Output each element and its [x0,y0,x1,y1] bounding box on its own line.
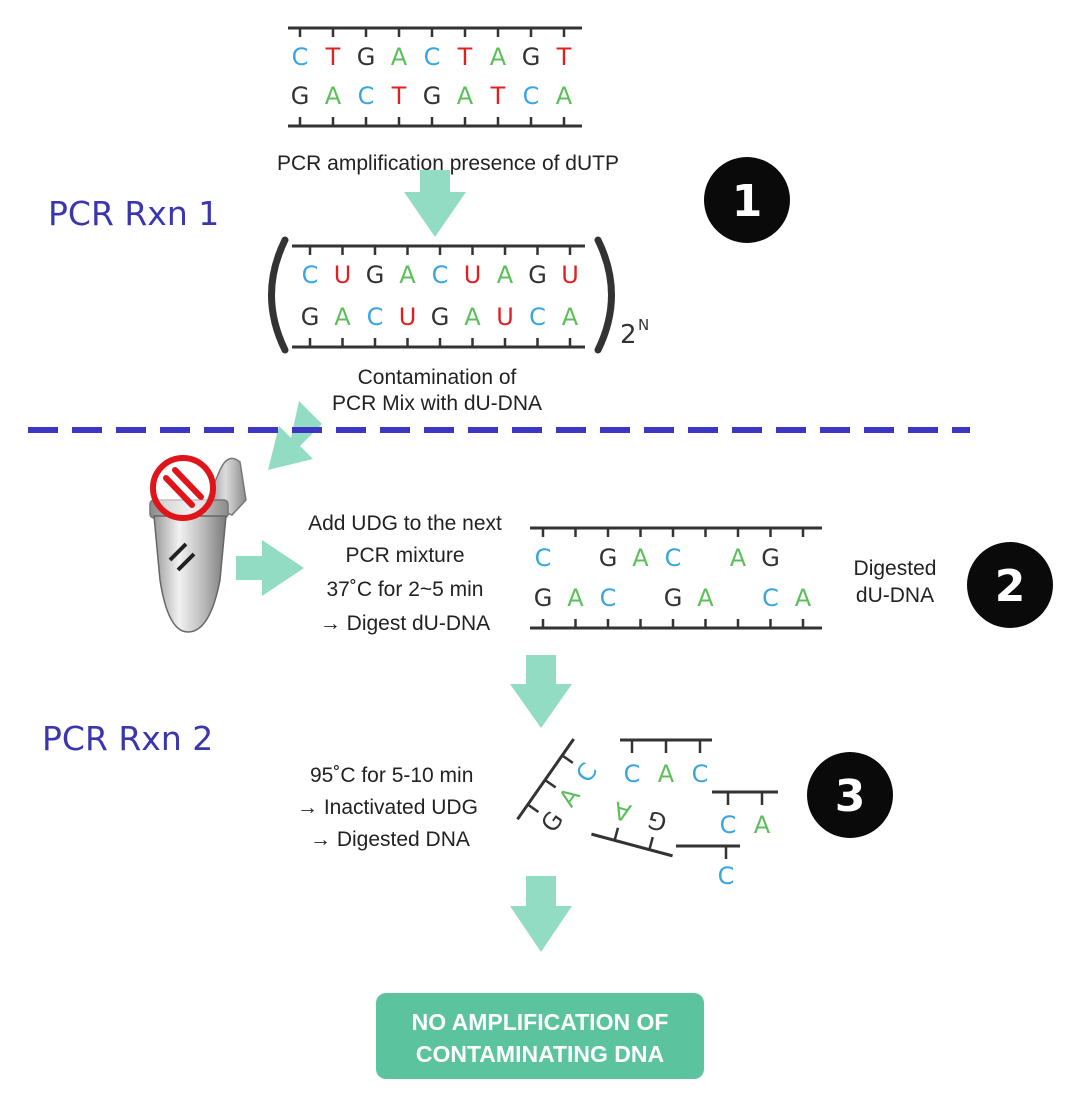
contamination-caption-line2: PCR Mix with dU-DNA [332,392,542,415]
dna-base: A [730,544,747,572]
step-1-number: 1 [732,176,763,227]
contamination-caption-line1: Contamination of [358,366,517,389]
dna-base: C [600,584,617,612]
dna-base: A [399,261,416,289]
step-1-badge: 1 [704,157,790,243]
inactivation-line1: 95˚C for 5-10 min [310,764,473,787]
dna-base: A [632,544,649,572]
dna-base: C [762,584,779,612]
step-2-badge: 2 [967,542,1053,628]
fragment-base: A [754,811,771,839]
digested-label-line2: dU-DNA [856,584,934,607]
fragment-base: C [718,862,735,890]
fragment-base: G [645,805,670,837]
multiplier-label: 2 [620,320,637,350]
dna-fragments: G A C C A C A G C A C [516,738,778,890]
result-line2: CONTAMINATING DNA [416,1041,664,1067]
dna-base: A [697,584,714,612]
dna-base: C [432,261,449,289]
udg-text-line3: 37˚C for 2~5 min [327,578,484,601]
dna-base: U [464,261,482,289]
dna-base: A [490,43,507,71]
dna-base: G [431,303,450,331]
dna-base: A [325,82,342,110]
dna-base: G [291,82,310,110]
dna-base: G [761,544,780,572]
fragment-base: A [553,782,586,812]
right-paren [594,236,615,354]
dna-base: A [334,303,351,331]
dna-base: U [334,261,352,289]
dna-base: T [556,43,572,71]
dna-base: A [497,261,514,289]
diagonal-arrow-icon [268,401,322,470]
dna-base: T [325,43,341,71]
result-box: NO AMPLIFICATION OF CONTAMINATING DNA [376,993,704,1079]
exponent-label: N [638,316,649,334]
dna-base: C [535,544,552,572]
dna-base: G [357,43,376,71]
dna-base: U [399,303,417,331]
udg-text-line1: Add UDG to the next [308,512,502,535]
step-3-number: 3 [835,771,866,822]
down-arrow-icon [510,655,572,728]
right-arrow-icon [236,540,304,596]
udg-text-line4: → Digest dU-DNA [320,612,490,635]
dna-base: A [457,82,474,110]
dna-base: G [522,43,541,71]
digested-label-line1: Digested [854,557,937,580]
dna-base: G [599,544,618,572]
amplification-caption: PCR amplification presence of dUTP [277,152,619,175]
dna-base: A [556,82,573,110]
dna-base: U [496,303,514,331]
rxn2-label: PCR Rxn 2 [42,719,213,758]
udg-text-line2: PCR mixture [345,544,464,567]
dna-base: G [423,82,442,110]
dna-base: A [795,584,812,612]
dna-base: T [457,43,473,71]
dna-base: C [358,82,375,110]
fragment-base: A [658,760,675,788]
inactivation-line2: → Inactivated UDG [297,796,478,819]
no-entry-icon [150,455,216,521]
inactivation-line3: → Digested DNA [310,828,470,851]
fragment-base: C [624,760,641,788]
dna-base: G [366,261,385,289]
dna-base: G [534,584,553,612]
left-paren [268,236,289,354]
dna-base: T [490,82,506,110]
result-line1: NO AMPLIFICATION OF [412,1009,669,1035]
step-3-badge: 3 [807,752,893,838]
rxn1-label: PCR Rxn 1 [48,194,219,233]
dna-base: C [302,261,319,289]
dna-base: G [301,303,320,331]
fragment-base: A [610,796,634,827]
down-arrow-icon [404,170,466,237]
fragment-base: C [692,760,709,788]
dna-base: C [367,303,384,331]
dna-base: G [664,584,683,612]
dna-base: C [424,43,441,71]
step-2-number: 2 [995,561,1026,612]
dna-base: A [464,303,481,331]
fragment-base: G [536,806,570,837]
dna-base: U [561,261,579,289]
dna-base: A [391,43,408,71]
dna-base: A [567,584,584,612]
dna-base: G [528,261,547,289]
dna-base: C [292,43,309,71]
down-arrow-icon [510,876,572,952]
dna-base: C [665,544,682,572]
dna-base: C [523,82,540,110]
dna-base: C [529,303,546,331]
fragment-base: C [571,758,604,788]
dna-base: T [391,82,407,110]
fragment-base: C [720,811,737,839]
dna-base: A [562,303,579,331]
